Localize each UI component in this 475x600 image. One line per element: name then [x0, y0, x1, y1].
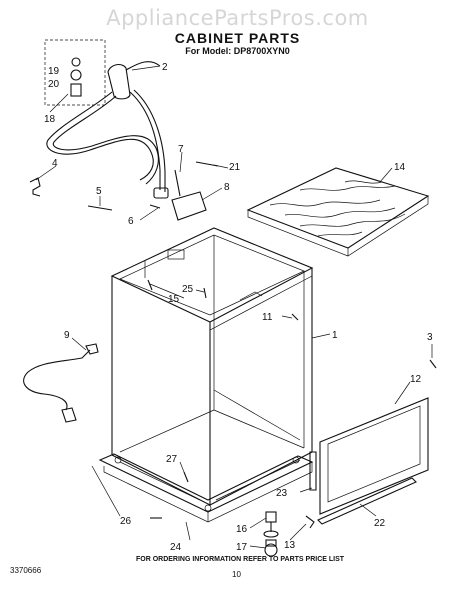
- callout-4: 4: [52, 158, 58, 169]
- rod-part: [87, 205, 113, 211]
- callout-9: 9: [64, 330, 70, 341]
- document-number: 3370666: [10, 566, 42, 575]
- callout-27: 27: [166, 454, 178, 465]
- callout-26: 26: [120, 516, 132, 527]
- top-panel: [246, 167, 430, 257]
- screw-7: [174, 169, 181, 197]
- caster-wheel: [264, 539, 278, 557]
- callout-23: 23: [276, 488, 288, 499]
- toe-strip: [317, 477, 417, 525]
- watermark: AppliancePartsPros.com: [106, 6, 369, 30]
- power-cord: [23, 343, 99, 423]
- base-frame: [98, 453, 314, 523]
- callout-3: 3: [427, 332, 433, 343]
- clip-13: [305, 515, 315, 529]
- callout-5: 5: [96, 186, 102, 197]
- screw-25: [203, 287, 207, 299]
- callout-2: 2: [162, 62, 168, 73]
- callout-25: 25: [182, 284, 194, 295]
- leveling-leg: [263, 511, 279, 538]
- callout-1: 1: [332, 330, 338, 341]
- fill-valve-assembly: [44, 39, 169, 199]
- callout-20: 20: [48, 79, 60, 90]
- callout-12: 12: [410, 374, 422, 385]
- clip-23: [309, 451, 317, 491]
- callout-22: 22: [374, 518, 386, 529]
- screw-6: [149, 204, 161, 209]
- callout-15: 15: [168, 294, 180, 305]
- page-title: CABINET PARTS: [174, 30, 301, 46]
- callout-24: 24: [170, 542, 182, 553]
- model-line: For Model: DP8700XYN0: [185, 46, 290, 56]
- valve-bracket-8: [171, 191, 207, 221]
- screw-11: [291, 313, 299, 321]
- callout-6: 6: [128, 216, 134, 227]
- leader-lines: [35, 65, 433, 549]
- callout-11: 11: [262, 312, 273, 323]
- lower-front-panel: [319, 397, 429, 515]
- callout-21: 21: [229, 162, 241, 173]
- callout-numbers: 1 2 3 4 5 6 7 8 9 11 12 13 14 15 16 17 1…: [44, 62, 433, 553]
- screw-15: [147, 279, 153, 291]
- callout-16: 16: [236, 524, 248, 535]
- callout-18: 18: [44, 114, 56, 125]
- callout-17: 17: [236, 542, 248, 553]
- callout-14: 14: [394, 162, 406, 173]
- callout-8: 8: [224, 182, 230, 193]
- screw-3: [429, 359, 437, 369]
- cabinet-frame: [110, 227, 314, 506]
- callout-7: 7: [178, 144, 184, 155]
- ordering-note: FOR ORDERING INFORMATION REFER TO PARTS …: [135, 556, 345, 563]
- bracket-part: [29, 177, 41, 197]
- callout-13: 13: [284, 540, 296, 551]
- callout-19: 19: [48, 66, 60, 77]
- screw-27: [183, 471, 189, 483]
- page-number: 10: [232, 570, 241, 579]
